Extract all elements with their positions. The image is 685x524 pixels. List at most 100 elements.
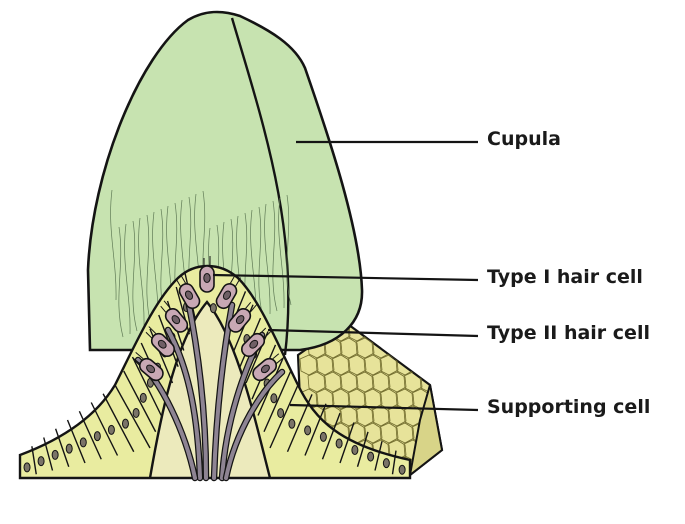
cell-wall (356, 431, 369, 467)
cupula-strand (264, 203, 271, 315)
cell-wall (90, 402, 119, 456)
nucleus (121, 418, 129, 429)
connective-cell (339, 337, 359, 359)
connective-cell (435, 371, 442, 393)
connective-cell (395, 422, 415, 444)
connective-cell (363, 388, 383, 410)
cupula-strand (124, 223, 131, 335)
cell-wall (78, 410, 102, 460)
connective-cell (395, 388, 415, 410)
type-2-hair-cell (175, 274, 201, 310)
connective-cell (379, 354, 399, 376)
nucleus (37, 456, 45, 467)
nucleus (382, 458, 390, 469)
connective-cell (331, 354, 351, 376)
connective-cell (387, 405, 407, 427)
label-type-2-hair-cell: Type II hair cell (487, 322, 650, 344)
type-2-hair-cell (160, 300, 189, 333)
cupula-strand (138, 217, 145, 329)
connective-cell (403, 337, 423, 359)
label-type-1-hair-cell: Type I hair cell (487, 266, 643, 288)
nerve-fiber (186, 298, 208, 480)
leader-supporting (289, 403, 479, 412)
cupula-strand (146, 214, 152, 326)
nucleus (51, 449, 59, 460)
cell-wall (43, 437, 54, 471)
nucleus (367, 451, 375, 462)
nucleus (79, 437, 87, 448)
cell-wall (31, 446, 37, 475)
cupula-strand (278, 197, 285, 309)
cupula-strand (258, 206, 264, 318)
cupula-strand (286, 194, 292, 306)
leader-type1 (212, 273, 479, 282)
nucleus (398, 464, 406, 475)
connective-cell (347, 354, 367, 376)
type-1-hair-cell (241, 327, 272, 357)
cell-wall (374, 441, 383, 471)
cell-wall (339, 422, 355, 464)
connective-cell (379, 388, 399, 410)
nucleus (65, 443, 73, 454)
leader-lines (212, 140, 479, 412)
nucleus (304, 425, 312, 436)
connective-cell (339, 371, 359, 393)
cupula-strand (118, 226, 124, 338)
connective-cell (307, 371, 327, 393)
cell-wall (391, 450, 397, 475)
nucleus (139, 392, 147, 403)
nucleus (132, 407, 140, 418)
nucleus (319, 431, 327, 442)
cell-wall (114, 384, 151, 449)
nerve-fiber (166, 328, 202, 480)
cell-wall (263, 371, 292, 433)
type-1-hair-cell (252, 353, 285, 382)
connective-cell (371, 405, 391, 427)
hair-cells (133, 256, 285, 382)
cell-wall (66, 419, 86, 464)
nucleus (335, 438, 343, 449)
connective-cell (411, 322, 431, 342)
cupula-strand (110, 189, 117, 301)
cell-wall (102, 393, 135, 453)
label-supporting-cell: Supporting cell (487, 396, 651, 418)
nucleus (277, 408, 285, 419)
connective-cell (419, 337, 439, 359)
nucleus (93, 431, 101, 442)
nucleus (288, 418, 296, 429)
type-1-hair-cell (215, 276, 242, 310)
cell-wall (269, 384, 299, 449)
nucleus (209, 303, 217, 314)
nucleus (23, 462, 31, 473)
cell-wall (131, 356, 162, 416)
cell-wall (123, 370, 157, 433)
connective-cell (315, 354, 335, 376)
cupula-ridge (230, 17, 290, 356)
connective-cell (323, 371, 343, 393)
connective-cell (331, 388, 351, 410)
connective-cell (379, 422, 399, 444)
connective-cell (395, 322, 415, 342)
connective-cell (435, 337, 442, 359)
nerve-fiber (224, 370, 284, 480)
connective-cell (411, 354, 431, 376)
label-cupula: Cupula (487, 128, 561, 150)
nerve-fibers (134, 296, 286, 482)
connective-cell (387, 371, 407, 393)
cupula-strand (132, 220, 138, 332)
connective-cell (363, 354, 383, 376)
cupula-gel (86, 10, 364, 352)
nucleus (270, 393, 278, 404)
cupula-strand (272, 200, 278, 312)
connective-cell (355, 371, 375, 393)
type-1-hair-cell (199, 256, 215, 293)
cell-wall (321, 412, 341, 460)
nucleus (107, 424, 115, 435)
leader-type2 (267, 328, 479, 338)
connective-cell (355, 337, 375, 359)
type-1-hair-cell (227, 302, 257, 333)
epithelium-arch (18, 264, 412, 480)
nucleus (351, 445, 359, 456)
